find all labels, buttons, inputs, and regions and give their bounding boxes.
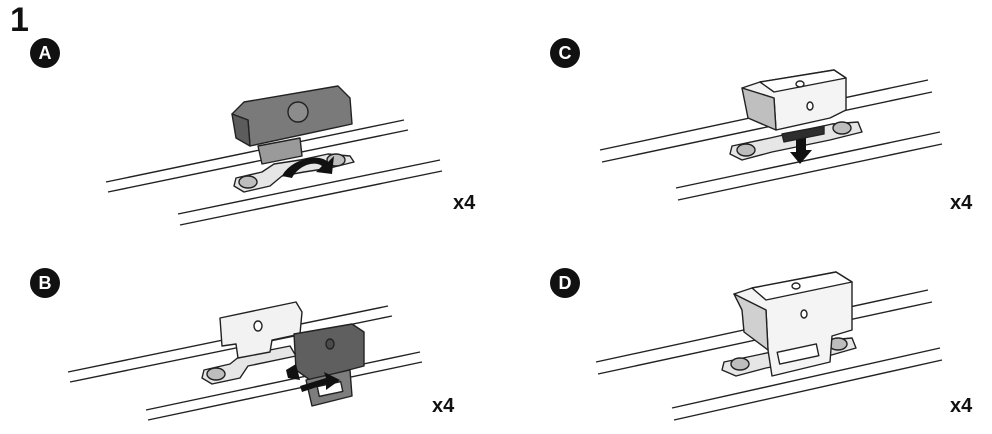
curved-arrow-icon bbox=[282, 156, 334, 178]
right-arrow-icon bbox=[300, 372, 340, 392]
panel-a-quantity: x4 bbox=[453, 192, 476, 214]
panel-a-badge: A bbox=[30, 38, 60, 68]
down-arrow-icon bbox=[790, 138, 812, 164]
panel-d-quantity: x4 bbox=[950, 395, 973, 417]
panel-c-quantity: x4 bbox=[950, 192, 973, 214]
panel-d-bolt-left bbox=[730, 357, 750, 371]
panel-a-bolt-left bbox=[238, 175, 258, 189]
panel-c-bolt-right bbox=[832, 121, 852, 135]
panel-d-illustration bbox=[595, 271, 943, 421]
panel-b-quantity: x4 bbox=[432, 395, 455, 417]
panel-c-illustration bbox=[599, 69, 943, 201]
panel-a-illustration bbox=[105, 85, 443, 226]
panel-b-badge: B bbox=[30, 268, 60, 298]
panel-b-bolt bbox=[206, 367, 226, 381]
panel-a-rails bbox=[105, 119, 443, 226]
step-number: 1 bbox=[10, 1, 29, 39]
panel-d-rails bbox=[595, 289, 943, 421]
panel-d-badge: D bbox=[550, 268, 580, 298]
panel-b-clamp bbox=[293, 323, 365, 381]
panel-b-illustration bbox=[67, 301, 423, 421]
panel-c-badge: C bbox=[550, 38, 580, 68]
panel-c-bolt-left bbox=[736, 143, 756, 157]
